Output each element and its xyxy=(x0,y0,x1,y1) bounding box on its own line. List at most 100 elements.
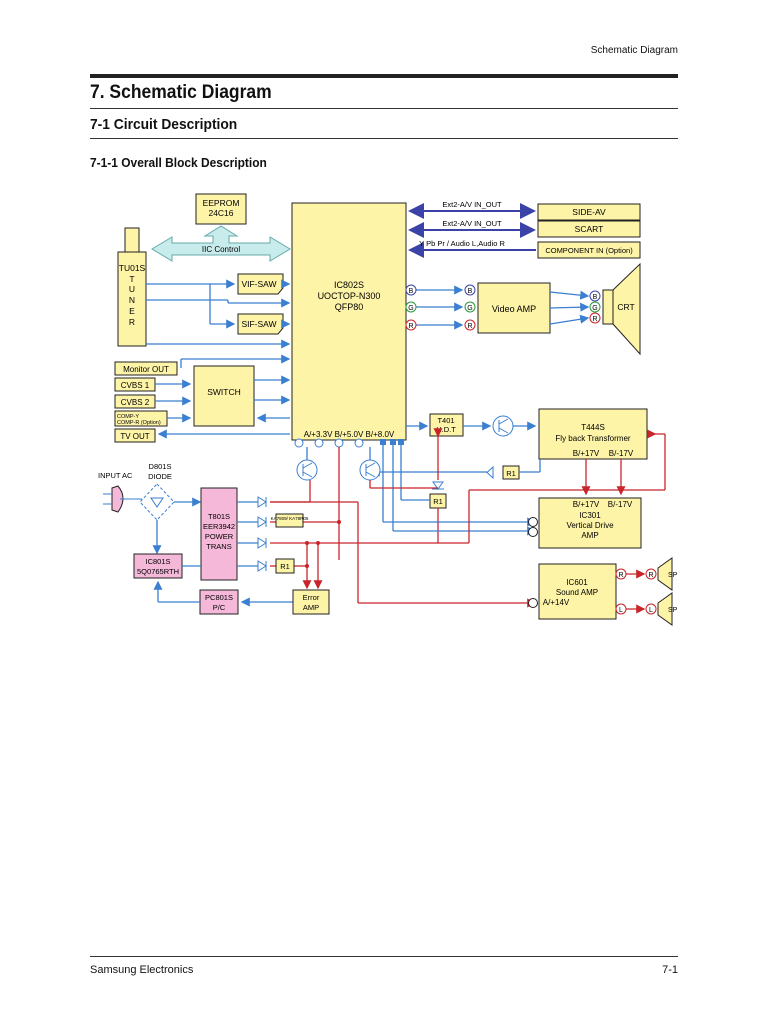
comp-r-label: COMP-R (Option) xyxy=(117,420,161,426)
hdt-supply: R1 xyxy=(429,428,447,543)
ic801-block: IC801S 5Q0765RTH xyxy=(133,553,201,579)
pc801-label-2: P/C xyxy=(213,603,226,612)
speaker-l-label: SP xyxy=(668,607,678,614)
t444-label-2: Fly back Transformer xyxy=(555,434,630,443)
t401-block: T401 H.D.T xyxy=(429,413,464,437)
ic301-label-1: IC301 xyxy=(579,511,601,520)
kate-regulator-label: KA7809/ KA78R05 xyxy=(271,516,309,521)
sound-r-2: R xyxy=(648,572,653,579)
t401-label-1: T401 xyxy=(437,416,454,425)
tv-out-box: TV OUT xyxy=(114,428,156,443)
eeprom-block: EEPROM 24C16 xyxy=(195,193,247,225)
section-title: 7-1 Circuit Description xyxy=(90,116,238,133)
error-amp-block: Error AMP xyxy=(292,589,330,615)
d801-label-1: D801S xyxy=(149,462,172,471)
eeprom-label-1: EEPROM xyxy=(203,198,240,208)
t444-rail-1: B/+17V xyxy=(573,449,600,458)
running-header: Schematic Diagram xyxy=(590,45,678,56)
vif-saw-label: VIF-SAW xyxy=(241,279,276,289)
rgb-b-2: B xyxy=(468,288,473,295)
title-rule xyxy=(90,108,678,109)
iic-control-label: IIC Control xyxy=(202,245,240,254)
r1-label-1: R1 xyxy=(506,469,516,478)
subsection-title: 7-1-1 Overall Block Description xyxy=(90,155,267,170)
regulator-transistors xyxy=(294,438,538,560)
side-av-box: SIDE-AV xyxy=(537,203,641,221)
chapter-title: 7. Schematic Diagram xyxy=(90,82,272,103)
tuner-label-4: E xyxy=(129,306,135,316)
tuner-label-3: N xyxy=(129,295,135,305)
rgb-b-3: B xyxy=(593,294,598,301)
tuner-label-5: R xyxy=(129,317,135,327)
scart-label: SCART xyxy=(575,224,604,234)
rgb-r-3: R xyxy=(592,316,597,323)
cvbs1-label: CVBS 1 xyxy=(121,381,150,390)
t444-flyback-block: T444S Fly back Transformer B/+17V B/-17V xyxy=(538,408,648,460)
ic601-label-2: Sound AMP xyxy=(556,588,598,597)
switch-connections xyxy=(155,354,291,439)
cvbs2-label: CVBS 2 xyxy=(121,398,150,407)
iic-control-bus: IIC Control xyxy=(151,225,291,262)
video-amp-block: Video AMP xyxy=(477,282,551,334)
t444-label-1: T444S xyxy=(581,423,605,432)
r1-label-3: R1 xyxy=(280,562,290,571)
ypbpr-label: Y Pb Pr / Audio L,Audio R xyxy=(419,239,505,248)
hout-transistor xyxy=(492,415,514,437)
ic601-sound-amp-block: IC601 Sound AMP A/+14V xyxy=(528,563,617,620)
ic601-label-1: IC601 xyxy=(566,578,588,587)
ic801-label-1: IC801S xyxy=(145,557,170,566)
rgb-r-2: R xyxy=(467,323,472,330)
sound-l-2: L xyxy=(649,607,653,614)
ic802-label-3: QFP80 xyxy=(335,302,364,312)
sound-r-1: R xyxy=(618,572,623,579)
comp-y-label: COMP-Y xyxy=(117,414,139,420)
footer-page-number: 7-1 xyxy=(662,964,678,976)
input-ac: INPUT AC xyxy=(98,471,142,513)
rgb-b-1: B xyxy=(409,288,414,295)
comp-box: COMP-Y COMP-R (Option) xyxy=(114,410,168,427)
pc801-label-1: PC801S xyxy=(205,593,233,602)
error-amp-label-1: Error xyxy=(303,593,320,602)
tuner-label-1: T xyxy=(129,274,134,284)
ic301-vertical-drive-block: B/+17V B/-17V IC301 Vertical Drive AMP xyxy=(538,497,642,549)
crt-block: CRT xyxy=(602,262,641,356)
ic301-label-2: Vertical Drive xyxy=(566,521,614,530)
ic802-main-chip: IC802S UOCTOP-N300 QFP80 A/+3.3V B/+5.0V… xyxy=(291,202,407,441)
t801-label-2: EER3942 xyxy=(203,522,235,531)
ic801-label-2: 5Q0765RTH xyxy=(137,567,179,576)
power-supply-lines xyxy=(270,429,666,608)
r1-feedback: R1 xyxy=(370,459,541,480)
ic601-label-3: A/+14V xyxy=(543,598,570,607)
ic301-rail-1: B/+17V xyxy=(573,500,600,509)
rgb-signal-lines: B G R B G R xyxy=(405,284,476,331)
switch-block: SWITCH xyxy=(193,365,255,427)
input-ac-label: INPUT AC xyxy=(98,471,133,480)
section-rule xyxy=(90,138,678,139)
monitor-out-box: Monitor OUT xyxy=(114,361,178,376)
tuner-label-2: U xyxy=(129,284,135,294)
tuner-label-0: TU01S xyxy=(119,263,146,273)
error-amp-label-2: AMP xyxy=(303,603,319,612)
t801-label-1: T801S xyxy=(208,512,230,521)
supply-rails-label: A/+3.3V B/+5.0V B/+8.0V xyxy=(304,430,395,439)
sif-saw-label: SIF-SAW xyxy=(241,319,276,329)
d801-diode-bridge: D801S DIODE xyxy=(139,462,202,555)
side-av-label: SIDE-AV xyxy=(572,207,606,217)
header-rule xyxy=(90,74,678,78)
r1-label-2: R1 xyxy=(433,497,443,506)
footer-rule xyxy=(90,956,678,957)
tuner-block: TU01S T U N E R xyxy=(117,227,147,347)
ext2-out-label: Ext2-A/V IN_OUT xyxy=(442,200,502,209)
crt-label: CRT xyxy=(617,302,634,312)
component-in-box: COMPONENT IN (Option) xyxy=(537,241,641,259)
speaker-r-label: SP xyxy=(668,572,678,579)
t444-rail-2: B/-17V xyxy=(609,449,634,458)
footer-company: Samsung Electronics xyxy=(90,964,194,976)
pc801-block: PC801S P/C xyxy=(153,580,293,615)
rgb-g-1: G xyxy=(408,305,413,312)
ext2-in-label: Ext2-A/V IN_OUT xyxy=(442,219,502,228)
t801-power-transformer: T801S EER3942 POWER TRANS xyxy=(200,487,238,581)
eeprom-label-2: 24C16 xyxy=(208,208,233,218)
t801-label-3: POWER xyxy=(205,532,234,541)
